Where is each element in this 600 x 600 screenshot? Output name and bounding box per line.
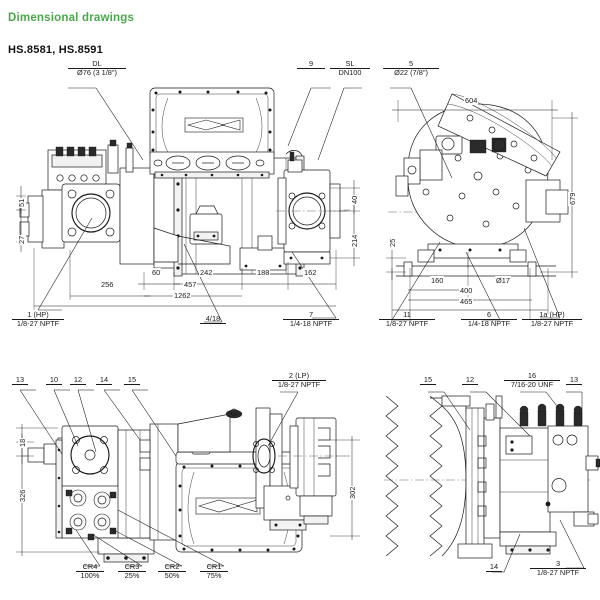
callout-sl: SL DN100 — [330, 60, 370, 77]
callout-4-18: 4/18 — [200, 315, 226, 324]
page-title: Dimensional drawings — [8, 12, 135, 24]
dim-457: 457 — [183, 280, 198, 289]
callout-13-left: 13 — [12, 376, 28, 385]
callout-7: 7 1/4-18 NPTF — [283, 311, 339, 328]
dim-302: 302 — [348, 485, 357, 500]
view-bottom-left-leaders — [19, 389, 299, 567]
view-bottom-right-geometry — [384, 395, 600, 559]
view-top-left-geometry — [18, 87, 350, 277]
callout-1a-hp: 1a (HP) 1/8-27 NPTF — [522, 311, 582, 328]
callout-14-left: 14 — [96, 376, 112, 385]
callout-1-hp: 1 (HP) 1/8-27 NPTF — [12, 311, 64, 328]
callout-12-left: 12 — [70, 376, 86, 385]
callout-9: 9 — [297, 60, 325, 69]
callout-16: 16 7/16-20 UNF — [504, 372, 560, 389]
dim-326: 326 — [18, 488, 27, 503]
view-bottom-left-geometry — [22, 407, 350, 563]
callout-10: 10 — [46, 376, 62, 385]
callout-cr2: CR2 50% — [158, 563, 186, 580]
dim-160: 160 — [430, 276, 445, 285]
view-bottom-right-leaders — [428, 391, 585, 573]
dim-18: 18 — [18, 437, 27, 448]
dim-256: 256 — [100, 280, 115, 289]
view-top-left-leaders — [37, 87, 362, 323]
dim-604: 604 — [464, 96, 479, 105]
callout-6: 6 1/4-18 NPTF — [461, 311, 517, 328]
callout-cr3: CR3 25% — [118, 563, 146, 580]
callout-cr1: CR1 75% — [200, 563, 228, 580]
dim-400: 400 — [459, 286, 474, 295]
dim-242: 242 — [199, 268, 214, 277]
callout-15-left: 15 — [124, 376, 140, 385]
view-top-right-dimensions — [386, 100, 578, 320]
callout-12-right: 12 — [462, 376, 478, 385]
dim-27: 27 — [17, 234, 26, 245]
dim-60: 60 — [151, 268, 162, 277]
dim-465: 465 — [459, 297, 474, 306]
callout-13-right: 13 — [566, 376, 582, 385]
callout-15-right: 15 — [420, 376, 436, 385]
dim-162: 162 — [303, 268, 318, 277]
dim-188: 188 — [256, 268, 271, 277]
view-top-right-leaders — [390, 87, 561, 321]
callout-cr4: CR4 100% — [76, 563, 104, 580]
callout-2-lp: 2 (LP) 1/8-27 NPTF — [272, 372, 326, 389]
dim-40: 40 — [350, 194, 359, 205]
model-title: HS.8581, HS.8591 — [8, 44, 103, 56]
callout-14-right: 14 — [486, 563, 502, 572]
callout-3: 3 1/8-27 NPTF — [530, 560, 586, 577]
callout-dl: DL Ø76 (3 1/8") — [68, 60, 126, 77]
callout-11: 11 1/8-27 NPTF — [379, 311, 435, 328]
view-top-right-geometry — [388, 93, 569, 277]
dim-214: 214 — [350, 233, 359, 248]
dim-1262: 1262 — [173, 291, 192, 300]
dim-51: 51 — [17, 197, 26, 208]
dim-diam-17: Ø17 — [495, 276, 511, 285]
dim-679: 679 — [568, 191, 577, 206]
dim-25: 25 — [388, 237, 397, 248]
view-bottom-left-dimensions — [16, 424, 360, 556]
callout-5: 5 Ø22 (7/8") — [383, 60, 439, 77]
